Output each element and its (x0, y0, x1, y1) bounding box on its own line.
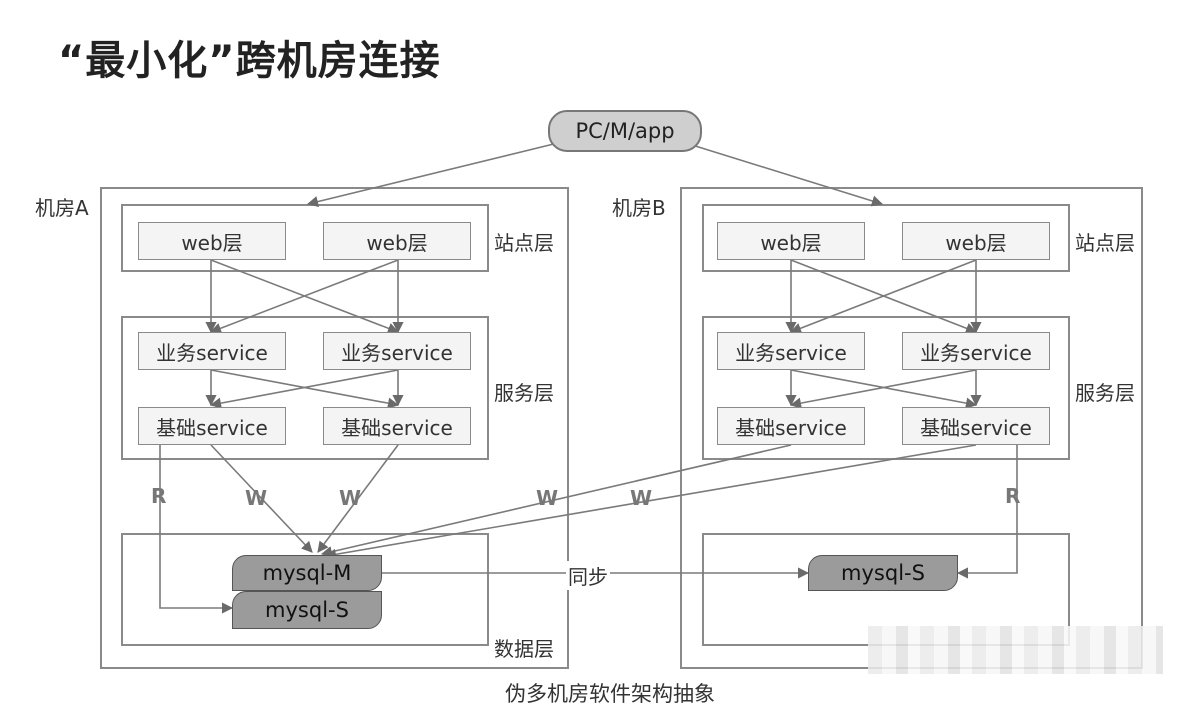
room-b-web-node-1: web层 (717, 222, 865, 260)
room-a-label: 机房A (35, 196, 89, 220)
diagram-caption: 伪多机房软件架构抽象 (505, 682, 715, 706)
room-b-service-layer-label: 服务层 (1075, 381, 1135, 405)
room-a-web-node-1: web层 (138, 222, 286, 260)
edge-client-to-room-b (675, 139, 884, 207)
room-b-base-service-2: 基础service (902, 407, 1050, 445)
cross-room-write-label-2: W (630, 486, 653, 510)
edge-b-base2-write (324, 444, 977, 560)
edge-b-biz2-base1 (789, 369, 977, 409)
room-a-box (100, 187, 569, 669)
room-a-web-node-2: web层 (323, 222, 471, 260)
room-a-read-label: R (151, 484, 167, 508)
room-a-site-layer-label: 站点层 (494, 231, 554, 255)
page-title: “最小化”跨机房连接 (58, 38, 441, 84)
sync-label: 同步 (566, 561, 610, 590)
client-node: PC/M/app (548, 110, 702, 152)
room-a-biz-service-1: 业务service (138, 332, 286, 370)
room-a-service-layer-label: 服务层 (494, 381, 554, 405)
edge-a-read (159, 445, 234, 614)
room-a-biz-service-2: 业务service (323, 332, 471, 370)
edge-client-to-room-a (306, 139, 571, 208)
room-b-biz-service-1: 业务service (717, 332, 865, 370)
room-b-site-layer-label: 站点层 (1075, 231, 1135, 255)
cross-room-write-label-1: W (536, 486, 559, 510)
room-a-mysql-master: mysql-M (232, 555, 382, 591)
room-b-mysql-slave: mysql-S (808, 555, 958, 591)
room-b-label: 机房B (612, 196, 666, 220)
edge-a-base2-write (317, 444, 399, 553)
room-b-base-service-1: 基础service (717, 407, 865, 445)
room-a-mysql-slave: mysql-S (232, 591, 382, 629)
edge-b-web2-biz1 (789, 259, 977, 334)
room-a-base-service-1: 基础service (138, 407, 286, 445)
room-b-biz-service-2: 业务service (902, 332, 1050, 370)
edge-a-base1-write (210, 444, 313, 553)
edge-a-biz2-base1 (209, 369, 399, 409)
edge-a-web2-biz1 (209, 259, 399, 334)
room-a-write-label-1: W (245, 486, 268, 510)
room-a-data-layer-label: 数据层 (494, 637, 554, 661)
edge-b-read (956, 445, 1018, 579)
room-a-base-service-2: 基础service (323, 407, 471, 445)
room-b-read-label: R (1005, 484, 1021, 508)
blurred-watermark (868, 626, 1163, 674)
edge-b-base1-write (320, 444, 792, 558)
room-b-web-node-2: web层 (902, 222, 1050, 260)
room-a-write-label-2: W (339, 486, 362, 510)
